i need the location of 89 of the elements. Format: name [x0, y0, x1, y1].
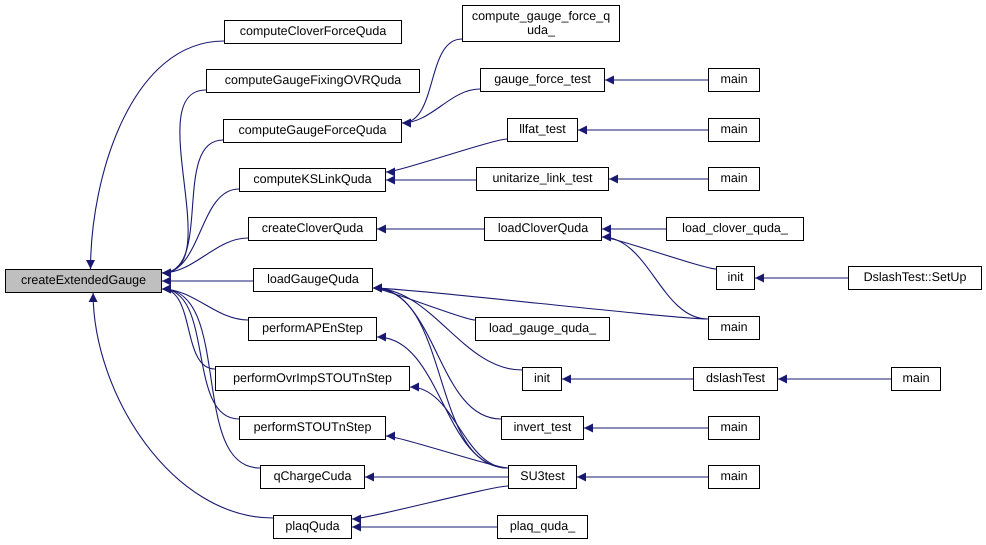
function-name: main — [720, 321, 748, 335]
call-arrow — [162, 276, 253, 286]
function-name: computeGaugeForceQuda — [238, 124, 386, 138]
function-name: init — [728, 271, 744, 285]
call-arrow — [352, 522, 497, 532]
function-node — [501, 416, 584, 440]
call-arrow — [605, 76, 708, 84]
function-node — [206, 69, 420, 93]
call-arrow — [755, 274, 848, 282]
function-node — [223, 119, 402, 143]
function-node — [480, 68, 605, 92]
selected-function-node — [5, 269, 162, 293]
function-node — [708, 68, 760, 92]
call-arrow — [86, 40, 224, 270]
function-name: computeGaugeFixingOVRQuda — [224, 74, 402, 88]
function-node — [476, 167, 609, 191]
function-node — [224, 20, 402, 44]
call-arrow — [386, 138, 508, 176]
function-name: unitarize_link_test — [492, 172, 593, 186]
function-node — [708, 167, 760, 191]
call-arrow — [386, 432, 508, 469]
call-arrow — [402, 88, 480, 127]
function-node — [708, 465, 760, 489]
function-node — [708, 416, 760, 440]
function-name: performAPEnStep — [262, 322, 363, 336]
call-arrow — [89, 292, 274, 519]
call-arrow — [562, 374, 693, 384]
function-name: main — [720, 421, 748, 435]
function-name: init — [534, 372, 550, 386]
call-arrow — [609, 174, 708, 184]
function-name: createExtendedGauge — [20, 274, 146, 288]
function-node — [508, 465, 577, 489]
function-node — [708, 118, 760, 142]
function-node — [848, 266, 982, 290]
call-arrow — [377, 224, 484, 234]
function-name: loadCloverQuda — [498, 222, 588, 236]
function-node — [497, 515, 588, 539]
function-node — [462, 5, 620, 42]
function-name: invert_test — [514, 421, 572, 435]
call-arrow — [778, 374, 891, 384]
function-name: main — [720, 73, 748, 87]
call-arrow — [162, 286, 260, 469]
function-node — [507, 118, 578, 142]
function-node — [708, 316, 760, 340]
function-name: main — [720, 470, 748, 484]
function-node — [215, 366, 410, 391]
function-name: qChargeCuda — [274, 470, 352, 484]
function-name: createCloverQuda — [262, 222, 364, 236]
function-node — [666, 217, 804, 241]
call-arrow — [584, 424, 708, 432]
function-node — [522, 367, 562, 391]
call-arrow — [352, 485, 508, 523]
call-arrow — [365, 472, 508, 482]
call-arrow — [386, 176, 476, 184]
function-node — [891, 367, 941, 391]
function-name: loadGaugeQuda — [267, 273, 359, 287]
call-arrow — [578, 126, 708, 134]
function-name: main — [720, 172, 748, 186]
function-name: main — [902, 372, 930, 386]
function-node — [248, 217, 377, 241]
function-name: computeKSLinkQuda — [253, 173, 372, 187]
call-arrow — [602, 234, 708, 320]
function-node — [239, 168, 386, 192]
function-name: performSTOUTnStep — [254, 421, 372, 435]
function-node — [693, 367, 778, 391]
call-arrow — [577, 472, 708, 482]
function-node — [484, 217, 602, 241]
function-node — [239, 416, 386, 440]
call-arrow — [602, 224, 666, 234]
function-name: dslashTest — [706, 372, 766, 386]
function-name: DslashTest::SetUp — [864, 271, 966, 285]
function-node — [253, 268, 373, 292]
function-name: compute_gauge_force_quda_ — [470, 10, 612, 38]
function-name: load_clover_quda_ — [682, 222, 788, 236]
call-arrow — [162, 237, 248, 277]
function-name: llfat_test — [519, 123, 566, 137]
function-node — [260, 465, 365, 489]
function-node — [716, 266, 755, 290]
function-name: performOvrImpSTOUTnStep — [233, 372, 392, 386]
function-node — [248, 317, 377, 341]
function-name: SU3test — [520, 470, 565, 484]
function-name: gauge_force_test — [494, 73, 591, 87]
function-node — [273, 515, 352, 539]
function-name: plaq_quda_ — [510, 520, 576, 534]
function-node — [475, 317, 610, 341]
function-name: computeCloverForceQuda — [240, 25, 386, 39]
function-name: load_gauge_quda_ — [488, 322, 596, 336]
function-name: main — [720, 123, 748, 137]
function-name: plaqQuda — [285, 520, 340, 534]
